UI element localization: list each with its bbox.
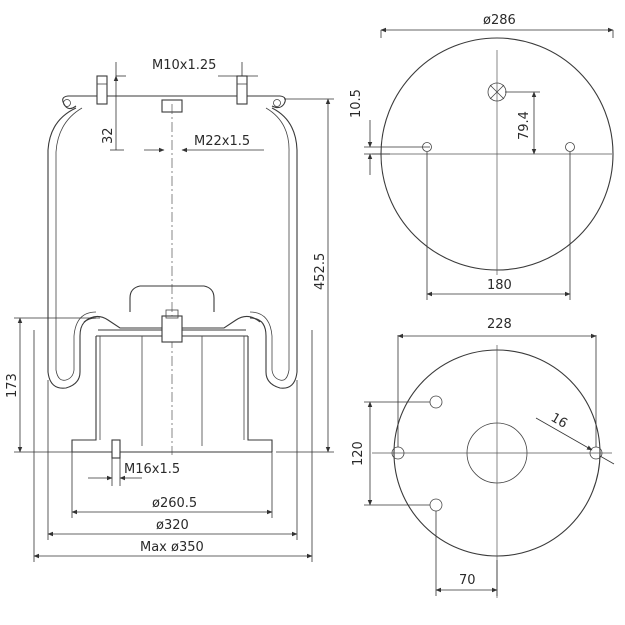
stud-right <box>236 75 248 105</box>
label-dia-320: ø320 <box>156 518 189 533</box>
stud-left <box>96 75 108 105</box>
label-dia-260: ø260.5 <box>152 496 197 511</box>
bead-roll-right <box>273 99 281 107</box>
bottom-hole-upper <box>429 395 443 409</box>
label-thread-bottom: M16x1.5 <box>124 462 180 477</box>
label-top-dia: ø286 <box>483 13 516 28</box>
center-nut <box>161 315 183 343</box>
top-plan-view: ø286 10.5 79.4 180 <box>349 13 614 300</box>
label-top-79-4: 79.4 <box>517 111 532 140</box>
label-top-10-5: 10.5 <box>349 89 364 118</box>
bellows-inner <box>55 107 290 381</box>
stud-bottom <box>111 439 121 459</box>
bump-stop <box>129 285 215 312</box>
label-bot-16: 16 <box>548 410 570 431</box>
label-dia-350: Max ø350 <box>140 540 204 555</box>
side-view: M10x1.25 32 M22x1.5 452.5 173 M16x1.5 ø2… <box>5 58 334 562</box>
piston-body <box>71 336 273 453</box>
label-bot-120: 120 <box>351 441 366 466</box>
label-height-173: 173 <box>5 373 20 398</box>
label-bot-228: 228 <box>487 317 512 332</box>
top-bead-left <box>63 103 77 110</box>
label-thread-top: M10x1.25 <box>152 58 216 73</box>
top-bead-plate <box>62 95 286 109</box>
bead-roll-left <box>63 99 71 107</box>
label-top-180: 180 <box>487 278 512 293</box>
label-height-452: 452.5 <box>313 253 328 290</box>
label-dim-32: 32 <box>101 127 116 144</box>
bellows-outline <box>47 107 298 389</box>
bottom-plan-view: 228 120 16 70 <box>351 317 615 598</box>
top-stud-hole-right <box>565 142 575 152</box>
bottom-hole-lower <box>429 498 443 512</box>
label-bot-70: 70 <box>459 573 476 588</box>
label-thread-center: M22x1.5 <box>194 134 250 149</box>
